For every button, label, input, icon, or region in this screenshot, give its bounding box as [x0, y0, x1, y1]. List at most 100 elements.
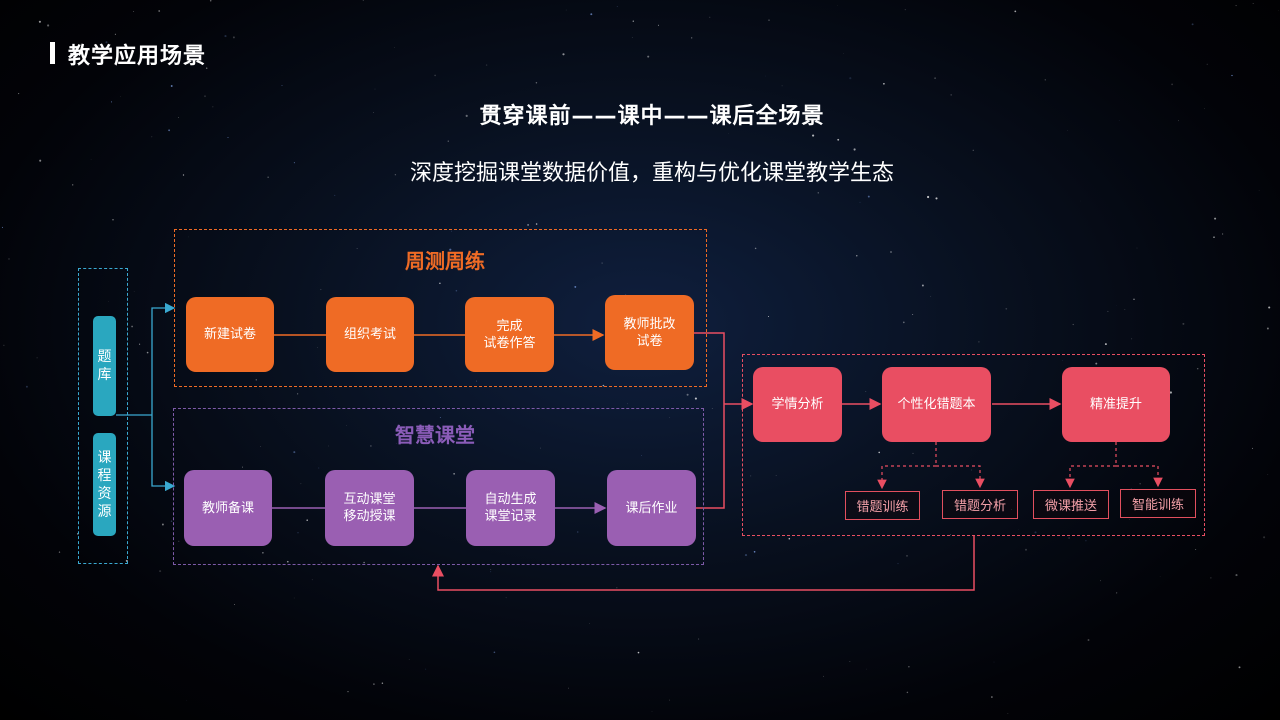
analysis-step-learning[interactable]: 学情分析 [753, 367, 842, 442]
star [535, 82, 538, 84]
star [631, 37, 633, 38]
star [321, 562, 323, 563]
question-bank-node[interactable]: 题 库 [93, 316, 116, 416]
star [1129, 519, 1130, 520]
star [950, 94, 952, 96]
star [1268, 306, 1271, 309]
star [224, 35, 227, 38]
star [668, 417, 670, 419]
star [18, 93, 20, 95]
star [158, 10, 161, 12]
star [574, 285, 577, 288]
tag-error-analysis[interactable]: 错题分析 [942, 490, 1018, 519]
analysis-step-error-book[interactable]: 个性化错题本 [882, 367, 991, 442]
star [449, 248, 452, 251]
star [1085, 539, 1087, 542]
star [347, 691, 349, 693]
star [105, 41, 108, 44]
star [991, 696, 993, 698]
star [8, 258, 10, 260]
subline: 深度挖掘课堂数据价值，重构与优化课堂教学生态 [409, 161, 894, 186]
star [823, 675, 824, 677]
star [505, 597, 507, 599]
star [853, 148, 856, 151]
star [1222, 233, 1224, 235]
star [76, 533, 79, 535]
star [370, 445, 372, 447]
star [362, 0, 364, 1]
star [849, 661, 851, 662]
smart-step-prepare[interactable]: 教师备课 [184, 470, 272, 546]
star [1034, 531, 1037, 534]
weekly-step-grade-exam[interactable]: 教师批改 试卷 [605, 295, 694, 370]
smart-step-interactive[interactable]: 互动课堂 移动授课 [325, 470, 414, 546]
star [878, 451, 881, 454]
star [178, 117, 179, 118]
star [170, 520, 173, 522]
star [1087, 639, 1090, 641]
tag-micro-lesson[interactable]: 微课推送 [1033, 490, 1109, 519]
star [449, 251, 451, 253]
star [535, 223, 538, 225]
star [866, 668, 867, 670]
star [1100, 580, 1101, 582]
star [539, 447, 541, 449]
star [1107, 310, 1109, 312]
star [483, 106, 485, 108]
star [1251, 447, 1253, 449]
star [971, 469, 972, 471]
star [616, 6, 618, 8]
star [139, 343, 141, 345]
star [1258, 190, 1260, 191]
star [496, 179, 498, 181]
star [396, 442, 397, 444]
star [373, 683, 375, 685]
weekly-step-organize-exam[interactable]: 组织考试 [326, 297, 414, 372]
star [25, 385, 28, 388]
star [1062, 360, 1063, 361]
course-resources-node[interactable]: 课 程 资 源 [93, 433, 116, 536]
star [1178, 120, 1179, 122]
tag-smart-training[interactable]: 智能训练 [1120, 489, 1196, 518]
star [906, 555, 908, 557]
star [262, 552, 264, 554]
star [373, 111, 374, 113]
smart-container [173, 408, 704, 565]
star [1025, 548, 1027, 551]
star [38, 20, 41, 23]
star [867, 195, 870, 198]
star [562, 53, 565, 56]
smart-step-homework[interactable]: 课后作业 [607, 470, 696, 546]
analysis-step-improve[interactable]: 精准提升 [1062, 367, 1170, 442]
star [1214, 217, 1217, 220]
tag-error-training[interactable]: 错题训练 [845, 491, 920, 520]
star [205, 67, 208, 69]
star [334, 194, 336, 196]
star [72, 184, 74, 186]
star [1007, 713, 1009, 714]
weekly-step-complete-exam[interactable]: 完成 试卷作答 [465, 297, 554, 372]
star [1133, 298, 1135, 300]
star [293, 451, 296, 454]
weekly-step-new-exam[interactable]: 新建试卷 [186, 297, 274, 372]
star [151, 136, 153, 138]
star [242, 466, 243, 468]
star [36, 357, 38, 359]
star [906, 691, 909, 694]
star [58, 551, 61, 553]
star [490, 571, 492, 573]
star [1196, 367, 1199, 370]
smart-step-record[interactable]: 自动生成 课堂记录 [466, 470, 555, 546]
star [817, 192, 819, 194]
star [883, 82, 885, 85]
star [490, 569, 492, 570]
star [657, 24, 660, 26]
star [1159, 576, 1161, 577]
star [647, 55, 650, 58]
star [90, 159, 92, 161]
star [394, 47, 395, 48]
star [1005, 307, 1008, 310]
star [589, 623, 590, 624]
star [632, 20, 635, 22]
star [1072, 323, 1074, 326]
